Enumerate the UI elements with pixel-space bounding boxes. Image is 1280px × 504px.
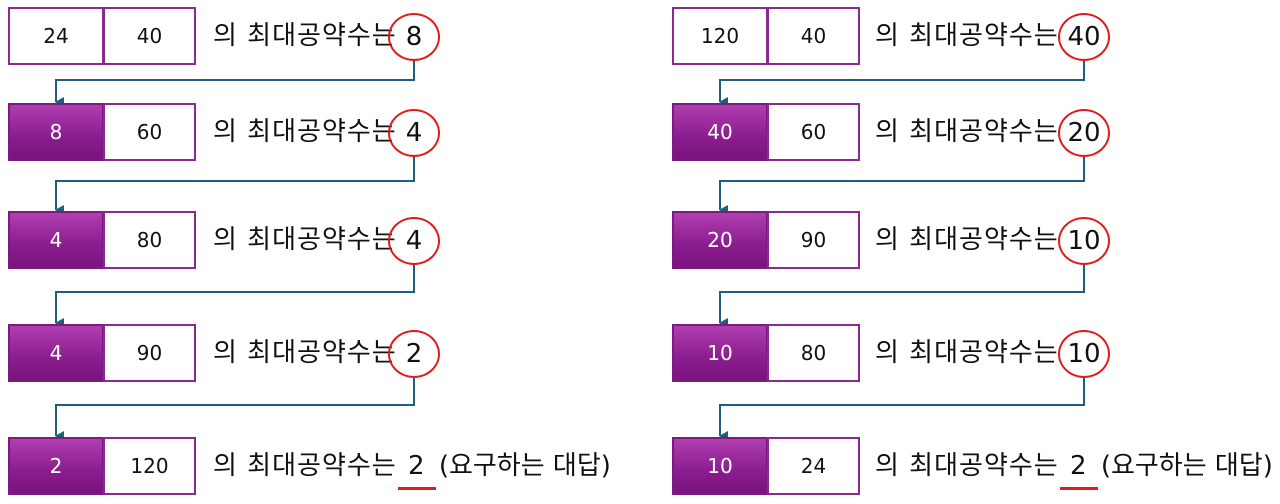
first-number-box: 4 xyxy=(8,324,104,382)
answer-underline xyxy=(398,487,436,490)
second-number-box: 80 xyxy=(767,324,860,382)
connector-arrow xyxy=(55,61,415,107)
gcd-phrase: 의 최대공약수는 xyxy=(213,225,397,255)
first-number-box: 8 xyxy=(8,103,104,161)
first-number-box: 24 xyxy=(8,7,104,65)
second-number-box: 60 xyxy=(767,103,860,161)
first-number-box: 10 xyxy=(672,437,768,495)
second-number-box: 120 xyxy=(103,437,196,495)
final-answer: 2 (요구하는 대답) xyxy=(1060,437,1273,495)
gcd-result-circle: 8 xyxy=(388,13,440,61)
gcd-phrase: 의 최대공약수는 xyxy=(875,21,1059,51)
gcd-result-circle: 40 xyxy=(1058,13,1110,61)
gcd-phrase: 의 최대공약수는 xyxy=(213,21,397,51)
gcd-result-circle: 10 xyxy=(1058,330,1110,378)
gcd-phrase: 의 최대공약수는 xyxy=(213,117,397,147)
second-number-box: 40 xyxy=(103,7,196,65)
connector-arrow xyxy=(719,157,1085,215)
second-number-box: 80 xyxy=(103,211,196,269)
final-answer: 2 (요구하는 대답) xyxy=(398,437,611,495)
connector-arrow xyxy=(55,378,415,441)
first-number-box: 10 xyxy=(672,324,768,382)
gcd-result-circle: 10 xyxy=(1058,217,1110,265)
first-number-box: 40 xyxy=(672,103,768,161)
first-number-box: 120 xyxy=(672,7,768,65)
first-number-box: 4 xyxy=(8,211,104,269)
final-answer-value: 2 xyxy=(408,451,425,481)
connector-arrow xyxy=(719,61,1085,107)
gcd-result-circle: 20 xyxy=(1058,109,1110,157)
gcd-phrase: 의 최대공약수는 xyxy=(213,451,397,481)
connector-arrow xyxy=(55,157,415,215)
gcd-phrase: 의 최대공약수는 xyxy=(213,338,397,368)
connector-arrow xyxy=(719,378,1085,441)
connector-arrow xyxy=(55,265,415,328)
second-number-box: 40 xyxy=(767,7,860,65)
final-answer-value: 2 xyxy=(1070,451,1087,481)
gcd-phrase: 의 최대공약수는 xyxy=(875,117,1059,147)
gcd-phrase: 의 최대공약수는 xyxy=(875,225,1059,255)
gcd-result-circle: 4 xyxy=(388,109,440,157)
second-number-box: 90 xyxy=(767,211,860,269)
answer-underline xyxy=(1060,487,1098,490)
connector-arrow xyxy=(719,265,1085,328)
second-number-box: 90 xyxy=(103,324,196,382)
final-answer-note: (요구하는 대답) xyxy=(1100,451,1273,481)
gcd-phrase: 의 최대공약수는 xyxy=(875,338,1059,368)
gcd-result-circle: 2 xyxy=(388,330,440,378)
second-number-box: 60 xyxy=(103,103,196,161)
gcd-phrase: 의 최대공약수는 xyxy=(875,451,1059,481)
first-number-box: 2 xyxy=(8,437,104,495)
second-number-box: 24 xyxy=(767,437,860,495)
gcd-result-circle: 4 xyxy=(388,217,440,265)
first-number-box: 20 xyxy=(672,211,768,269)
final-answer-note: (요구하는 대답) xyxy=(438,451,611,481)
